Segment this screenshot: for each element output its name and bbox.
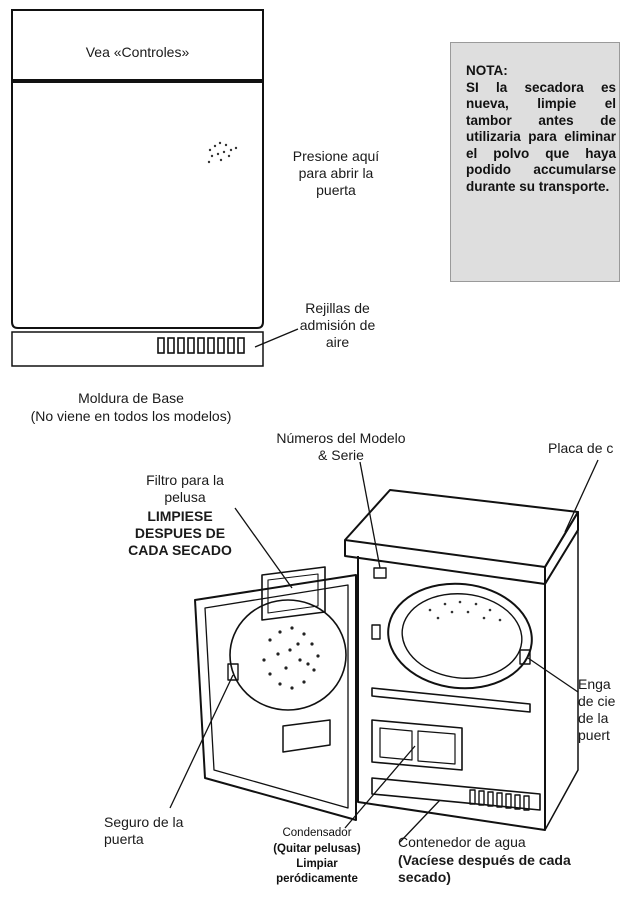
- model-serial-label: Números del Modelo & Serie: [276, 430, 406, 463]
- water-container: [371, 777, 541, 811]
- air-grille-label: Rejillas de admisión de aire: [299, 300, 376, 350]
- water-leader: [399, 799, 441, 843]
- bottom-vents: [469, 789, 530, 811]
- note-box: NOTA: SI la secadora es nueva, limpie el…: [450, 42, 620, 282]
- open-door: [194, 574, 357, 821]
- front-door-outline: [11, 81, 264, 329]
- base-molding-note: (No viene en todos los modelos): [30, 408, 232, 424]
- door-inner-circle: [229, 599, 347, 711]
- cabinet-top: [344, 489, 579, 568]
- drum-opening: [387, 582, 533, 690]
- water-container-label: Contenedor de agua: [398, 834, 526, 850]
- press-door-label: Presione aquí para abrir la puerta: [292, 148, 380, 198]
- lint-filter-warning: LIMPIESE DESPUES DE CADA SECADO: [128, 508, 232, 558]
- condenser-note: (Quitar pelusas) Limpiar peródicamente: [273, 843, 361, 885]
- door-lock-leader: [169, 674, 234, 809]
- data-plate-label: Placa de c: [548, 440, 614, 456]
- door-latch: [519, 649, 531, 665]
- filter-leader: [234, 507, 293, 589]
- lint-filter: [261, 566, 326, 621]
- model-leader: [359, 461, 381, 569]
- door-lock: [227, 663, 239, 681]
- plate-leader: [564, 459, 599, 533]
- control-panel-outline: [11, 9, 264, 81]
- latch-leader: [527, 657, 579, 693]
- base-molding-label: Moldura de Base: [78, 390, 184, 406]
- base-molding-outline: [11, 331, 264, 367]
- grille-leader-line: [254, 328, 299, 348]
- controls-label: Vea «Controles»: [85, 44, 190, 60]
- condenser-label: Condensador: [282, 827, 352, 839]
- water-container-note: (Vacíese después de cada secado): [398, 852, 571, 885]
- condenser-panel: [371, 719, 463, 771]
- condenser-leader: [344, 745, 416, 829]
- door-lock-label: Seguro de la puerta: [104, 814, 184, 847]
- note-text: NOTA: SI la secadora es nueva, limpie el…: [466, 63, 616, 195]
- drum-dots: [428, 600, 502, 622]
- note-body: SI la secadora es nueva, limpie el tambo…: [466, 79, 616, 194]
- note-title: NOTA:: [466, 63, 508, 78]
- press-area-marking: [207, 141, 238, 164]
- cabinet-front: [357, 556, 546, 831]
- door-latch-label: Enga de cie de la puert: [578, 676, 616, 743]
- air-intake-grille: [157, 337, 245, 354]
- model-plate: [373, 567, 387, 579]
- lint-filter-label: Filtro para la pelusa: [146, 472, 224, 505]
- door-filter-dots: [262, 626, 320, 690]
- cabinet-side: [544, 529, 579, 831]
